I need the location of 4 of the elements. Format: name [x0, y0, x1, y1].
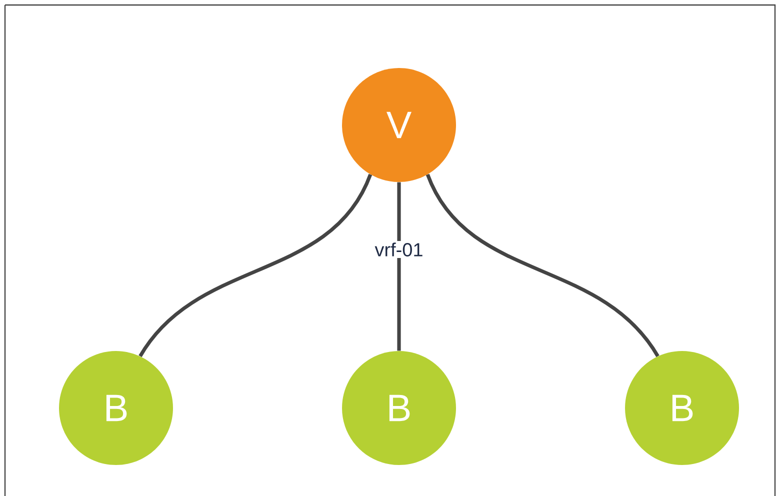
- edge-label: vrf-01: [373, 241, 425, 258]
- connector-line: [138, 174, 372, 358]
- connector-line: [397, 182, 401, 351]
- connector-line: [426, 174, 660, 358]
